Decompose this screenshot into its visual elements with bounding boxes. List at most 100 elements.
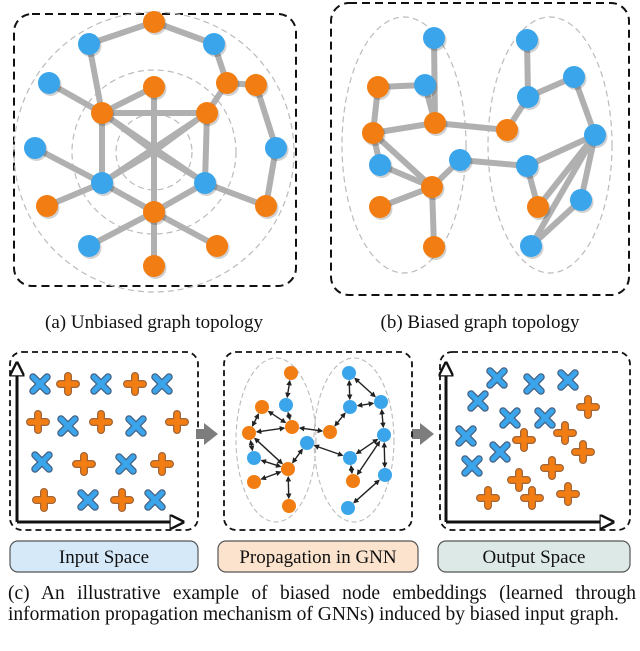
stage-label-output: Output Space xyxy=(437,540,631,573)
output-cross-marker xyxy=(524,374,544,394)
input-cross-marker xyxy=(32,452,52,472)
graph-b-edge xyxy=(528,132,598,249)
graph-a-node-blue xyxy=(38,72,60,94)
input-plus-marker xyxy=(151,453,173,475)
caption-a: (a) Unbiased graph topology xyxy=(45,312,263,333)
input-cross-marker xyxy=(91,374,111,394)
propagation-node-blue xyxy=(247,451,261,465)
graph-b-edge xyxy=(432,120,510,133)
propagation-edge xyxy=(354,377,376,398)
output-plus-marker xyxy=(554,422,576,444)
stage-label-propagation: Propagation in GNN xyxy=(217,540,419,573)
input-cross-marker xyxy=(152,374,172,394)
output-plus-marker xyxy=(557,483,579,505)
propagation-edge xyxy=(348,464,355,475)
propagation-node-orange xyxy=(346,474,360,488)
graph-a-edge xyxy=(202,110,210,186)
propagation-cluster-right xyxy=(313,357,395,523)
propagation-edge xyxy=(260,470,282,481)
propagation-edge xyxy=(260,459,282,468)
graph-a-edge xyxy=(32,145,105,186)
propagation-edge xyxy=(251,413,260,427)
graph-a-node-blue xyxy=(78,33,100,55)
propagation-cluster-left xyxy=(235,357,317,523)
input-cross-marker xyxy=(30,374,50,394)
graph-b-node-orange xyxy=(527,196,549,218)
graph-a-node-orange xyxy=(206,235,228,257)
propagation-edge xyxy=(267,410,287,424)
graph-b-node-blue xyxy=(414,74,436,96)
propagation-node-orange xyxy=(281,462,295,476)
graph-b-edge xyxy=(457,157,530,169)
transition-arrow-1 xyxy=(196,423,218,445)
graph-b-edge xyxy=(370,130,435,190)
graph-b-edge xyxy=(578,132,598,203)
propagation-edge xyxy=(346,379,353,401)
propagation-edge xyxy=(286,411,292,421)
graph-a-node-orange xyxy=(255,195,277,217)
output-plus-marker xyxy=(521,487,543,509)
graph-a-node-orange xyxy=(143,76,165,98)
graph-a-edge xyxy=(253,82,279,151)
input-cross-marker xyxy=(116,454,136,474)
output-plus-marker xyxy=(572,441,594,463)
propagation-edge xyxy=(254,437,283,465)
graph-b-node-blue xyxy=(516,155,538,177)
graph-b-node-blue xyxy=(517,86,539,108)
caption-b: (b) Biased graph topology xyxy=(381,312,580,333)
graph-b-node-orange xyxy=(369,196,391,218)
propagation-edges xyxy=(248,377,388,504)
graph-a-node-orange xyxy=(143,11,165,33)
graph-b-node-orange xyxy=(367,76,389,98)
propagation-nodes xyxy=(242,366,392,515)
output-plus-marker xyxy=(541,457,563,479)
propagation-frame xyxy=(223,351,413,531)
output-plus-marker xyxy=(477,487,499,509)
output-cross-marker xyxy=(487,368,507,388)
propagation-edge xyxy=(255,425,286,435)
input-space-frame xyxy=(9,351,199,531)
input-plus-marker xyxy=(33,489,55,511)
propagation-edge xyxy=(285,475,292,500)
output-markers xyxy=(455,367,600,510)
input-plus-marker xyxy=(90,411,112,433)
propagation-node-blue xyxy=(279,398,293,412)
output-cross-marker xyxy=(456,426,476,446)
graph-a-node-orange xyxy=(36,195,58,217)
graph-a-edge xyxy=(86,19,157,47)
graph-b-node-blue xyxy=(584,124,606,146)
panel-b-cluster-right xyxy=(487,16,613,274)
input-cross-marker xyxy=(78,490,98,510)
propagation-edge xyxy=(285,379,292,399)
input-plus-marker xyxy=(27,411,49,433)
output-cross-marker xyxy=(462,456,482,476)
propagation-node-blue xyxy=(343,400,357,414)
propagation-node-orange xyxy=(247,475,261,489)
panel-b-cluster-left xyxy=(341,16,467,274)
graph-b-node-orange xyxy=(423,236,445,258)
graph-a-node-blue xyxy=(265,137,287,159)
input-plus-marker xyxy=(124,373,146,395)
graph-a-edge xyxy=(86,41,105,116)
graph-a-node-orange xyxy=(143,201,165,223)
input-plus-marker xyxy=(166,411,188,433)
output-cross-marker xyxy=(535,408,555,428)
stage-label-propagation-text: Propagation in GNN xyxy=(239,547,397,568)
output-plus-marker xyxy=(508,469,530,491)
input-cross-marker xyxy=(58,416,78,436)
graph-a-node-orange xyxy=(245,74,267,96)
propagation-edge xyxy=(356,401,375,408)
graph-b-node-orange xyxy=(362,122,384,144)
propagation-edge xyxy=(298,425,324,434)
panel-a-unbiased-graph: (a) Unbiased graph topology xyxy=(13,11,297,333)
propagation-node-blue xyxy=(343,451,357,465)
stage-label-input: Input Space xyxy=(9,540,199,573)
graph-a-node-blue xyxy=(78,235,100,257)
output-cross-marker xyxy=(468,391,488,411)
output-space-frame xyxy=(439,351,631,531)
panel-propagation xyxy=(223,351,413,531)
propagation-node-blue xyxy=(377,428,391,442)
input-plus-marker xyxy=(73,453,95,475)
propagation-edge xyxy=(334,412,346,427)
